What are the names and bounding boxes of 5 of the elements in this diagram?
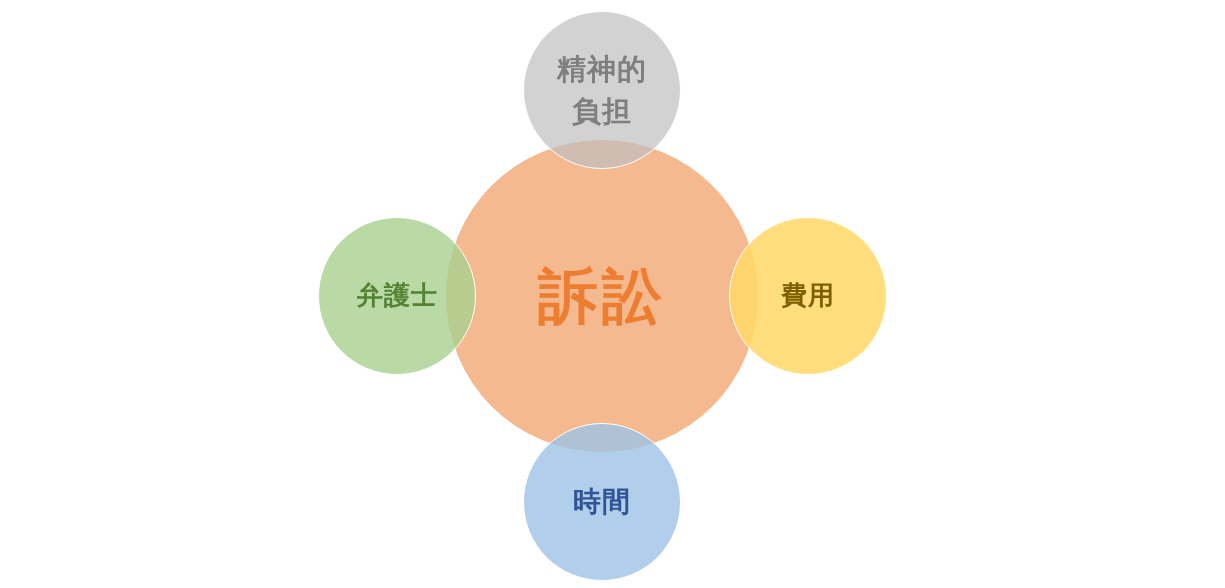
circle-label: 精神的負担 (555, 50, 648, 130)
center-label: 訴訟 (538, 259, 666, 333)
circle-label: 費用 (781, 279, 835, 313)
circle-label: 弁護士 (356, 279, 438, 313)
circle-label: 時間 (573, 483, 631, 520)
